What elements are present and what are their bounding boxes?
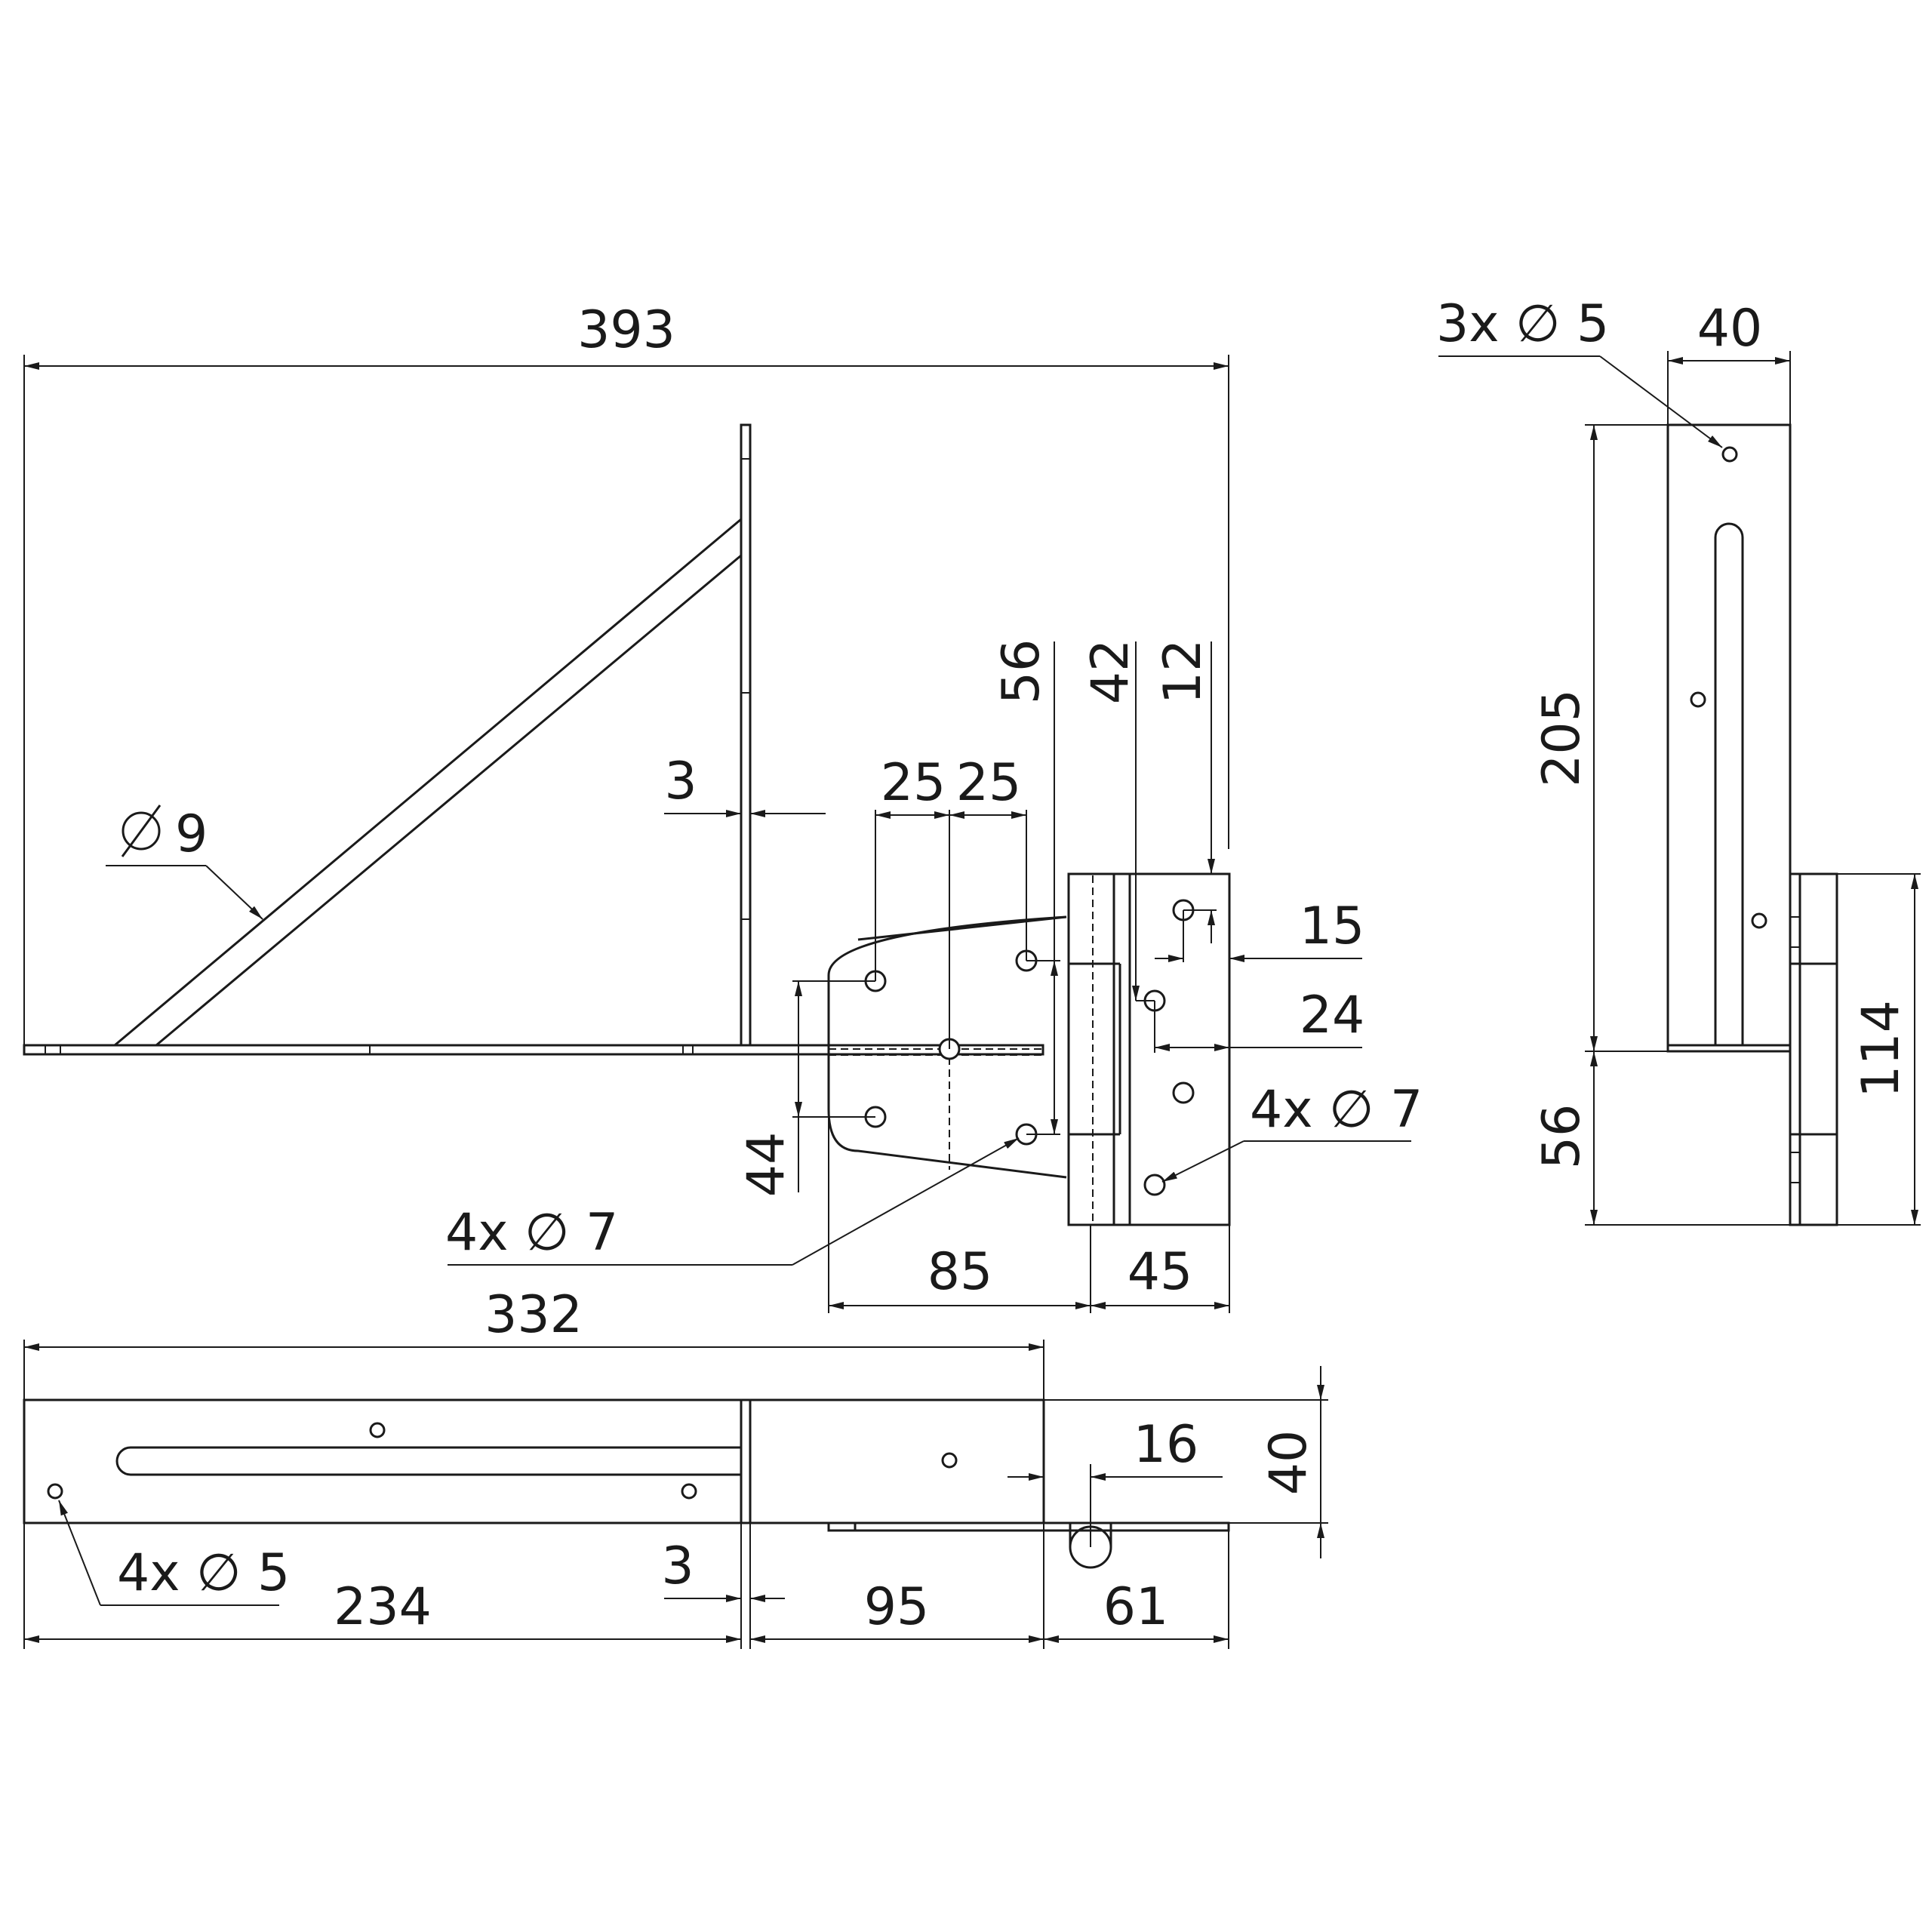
- slot: [115, 1446, 741, 1476]
- hole: [1751, 912, 1767, 929]
- dim-234-label: 234: [334, 1577, 432, 1637]
- slot: [1714, 522, 1744, 1045]
- brace-rod: [114, 518, 742, 1047]
- dim-15-hinge: 15: [1300, 897, 1365, 956]
- dim-332-label: 332: [485, 1285, 583, 1345]
- dim-44-hinge: 44: [737, 1132, 796, 1198]
- hole: [681, 1483, 697, 1500]
- dim-dia9-label: 9: [175, 804, 208, 864]
- dim-393-label: 393: [577, 300, 675, 360]
- dim-25-right: 25: [956, 753, 1022, 813]
- dim-16-bottom: 16: [1134, 1415, 1199, 1475]
- callout-4x-dia7-left: 4x ∅ 7: [445, 1203, 618, 1263]
- bottom-plate: [23, 1398, 1045, 1524]
- dim-56-hinge: 56: [992, 639, 1051, 705]
- dim-12-hinge: 12: [1153, 639, 1213, 705]
- hole: [1143, 1174, 1166, 1196]
- dim-40-side: 40: [1697, 299, 1763, 358]
- diameter-symbol-icon: [122, 811, 161, 851]
- hole: [941, 1452, 958, 1469]
- hole: [47, 1483, 63, 1500]
- dim-85-label: 85: [928, 1242, 993, 1302]
- dim-3-bottom: 3: [661, 1537, 694, 1596]
- callout-4x-dia5: 4x ∅ 5: [117, 1543, 290, 1603]
- dim-42-hinge: 42: [1081, 639, 1140, 705]
- callout-3x-dia5: 3x ∅ 5: [1436, 294, 1609, 354]
- hole: [1172, 1081, 1195, 1104]
- dim-114-side: 114: [1851, 1000, 1911, 1098]
- callout-4x-dia7-right: 4x ∅ 7: [1250, 1080, 1423, 1140]
- hinge-leaf: [827, 915, 1067, 1179]
- bottom-view: 332 40 16 4x ∅ 5: [23, 1285, 1328, 1649]
- dim-3-label: 3: [664, 752, 697, 811]
- dim-61-label: 61: [1103, 1577, 1169, 1637]
- base-plate: [23, 1044, 1044, 1056]
- hole: [1721, 446, 1738, 463]
- dim-24-hinge: 24: [1300, 986, 1365, 1045]
- dim-56-side: 56: [1532, 1104, 1592, 1170]
- dim-25-left: 25: [881, 753, 946, 813]
- dim-95-label: 95: [864, 1577, 930, 1637]
- side-hinge: [1789, 872, 1838, 1226]
- hole: [369, 1422, 386, 1438]
- dim-45-label: 45: [1128, 1242, 1193, 1302]
- hole: [1690, 691, 1706, 708]
- vertical-plate: [740, 423, 752, 1047]
- side-view: 40 3x ∅ 5 205 56 114: [1436, 294, 1921, 1226]
- dim-40-bottom: 40: [1259, 1430, 1318, 1496]
- side-plate: [1666, 423, 1792, 1053]
- dim-205-side: 205: [1532, 689, 1592, 787]
- front-view: 393 3 9: [23, 300, 1423, 1313]
